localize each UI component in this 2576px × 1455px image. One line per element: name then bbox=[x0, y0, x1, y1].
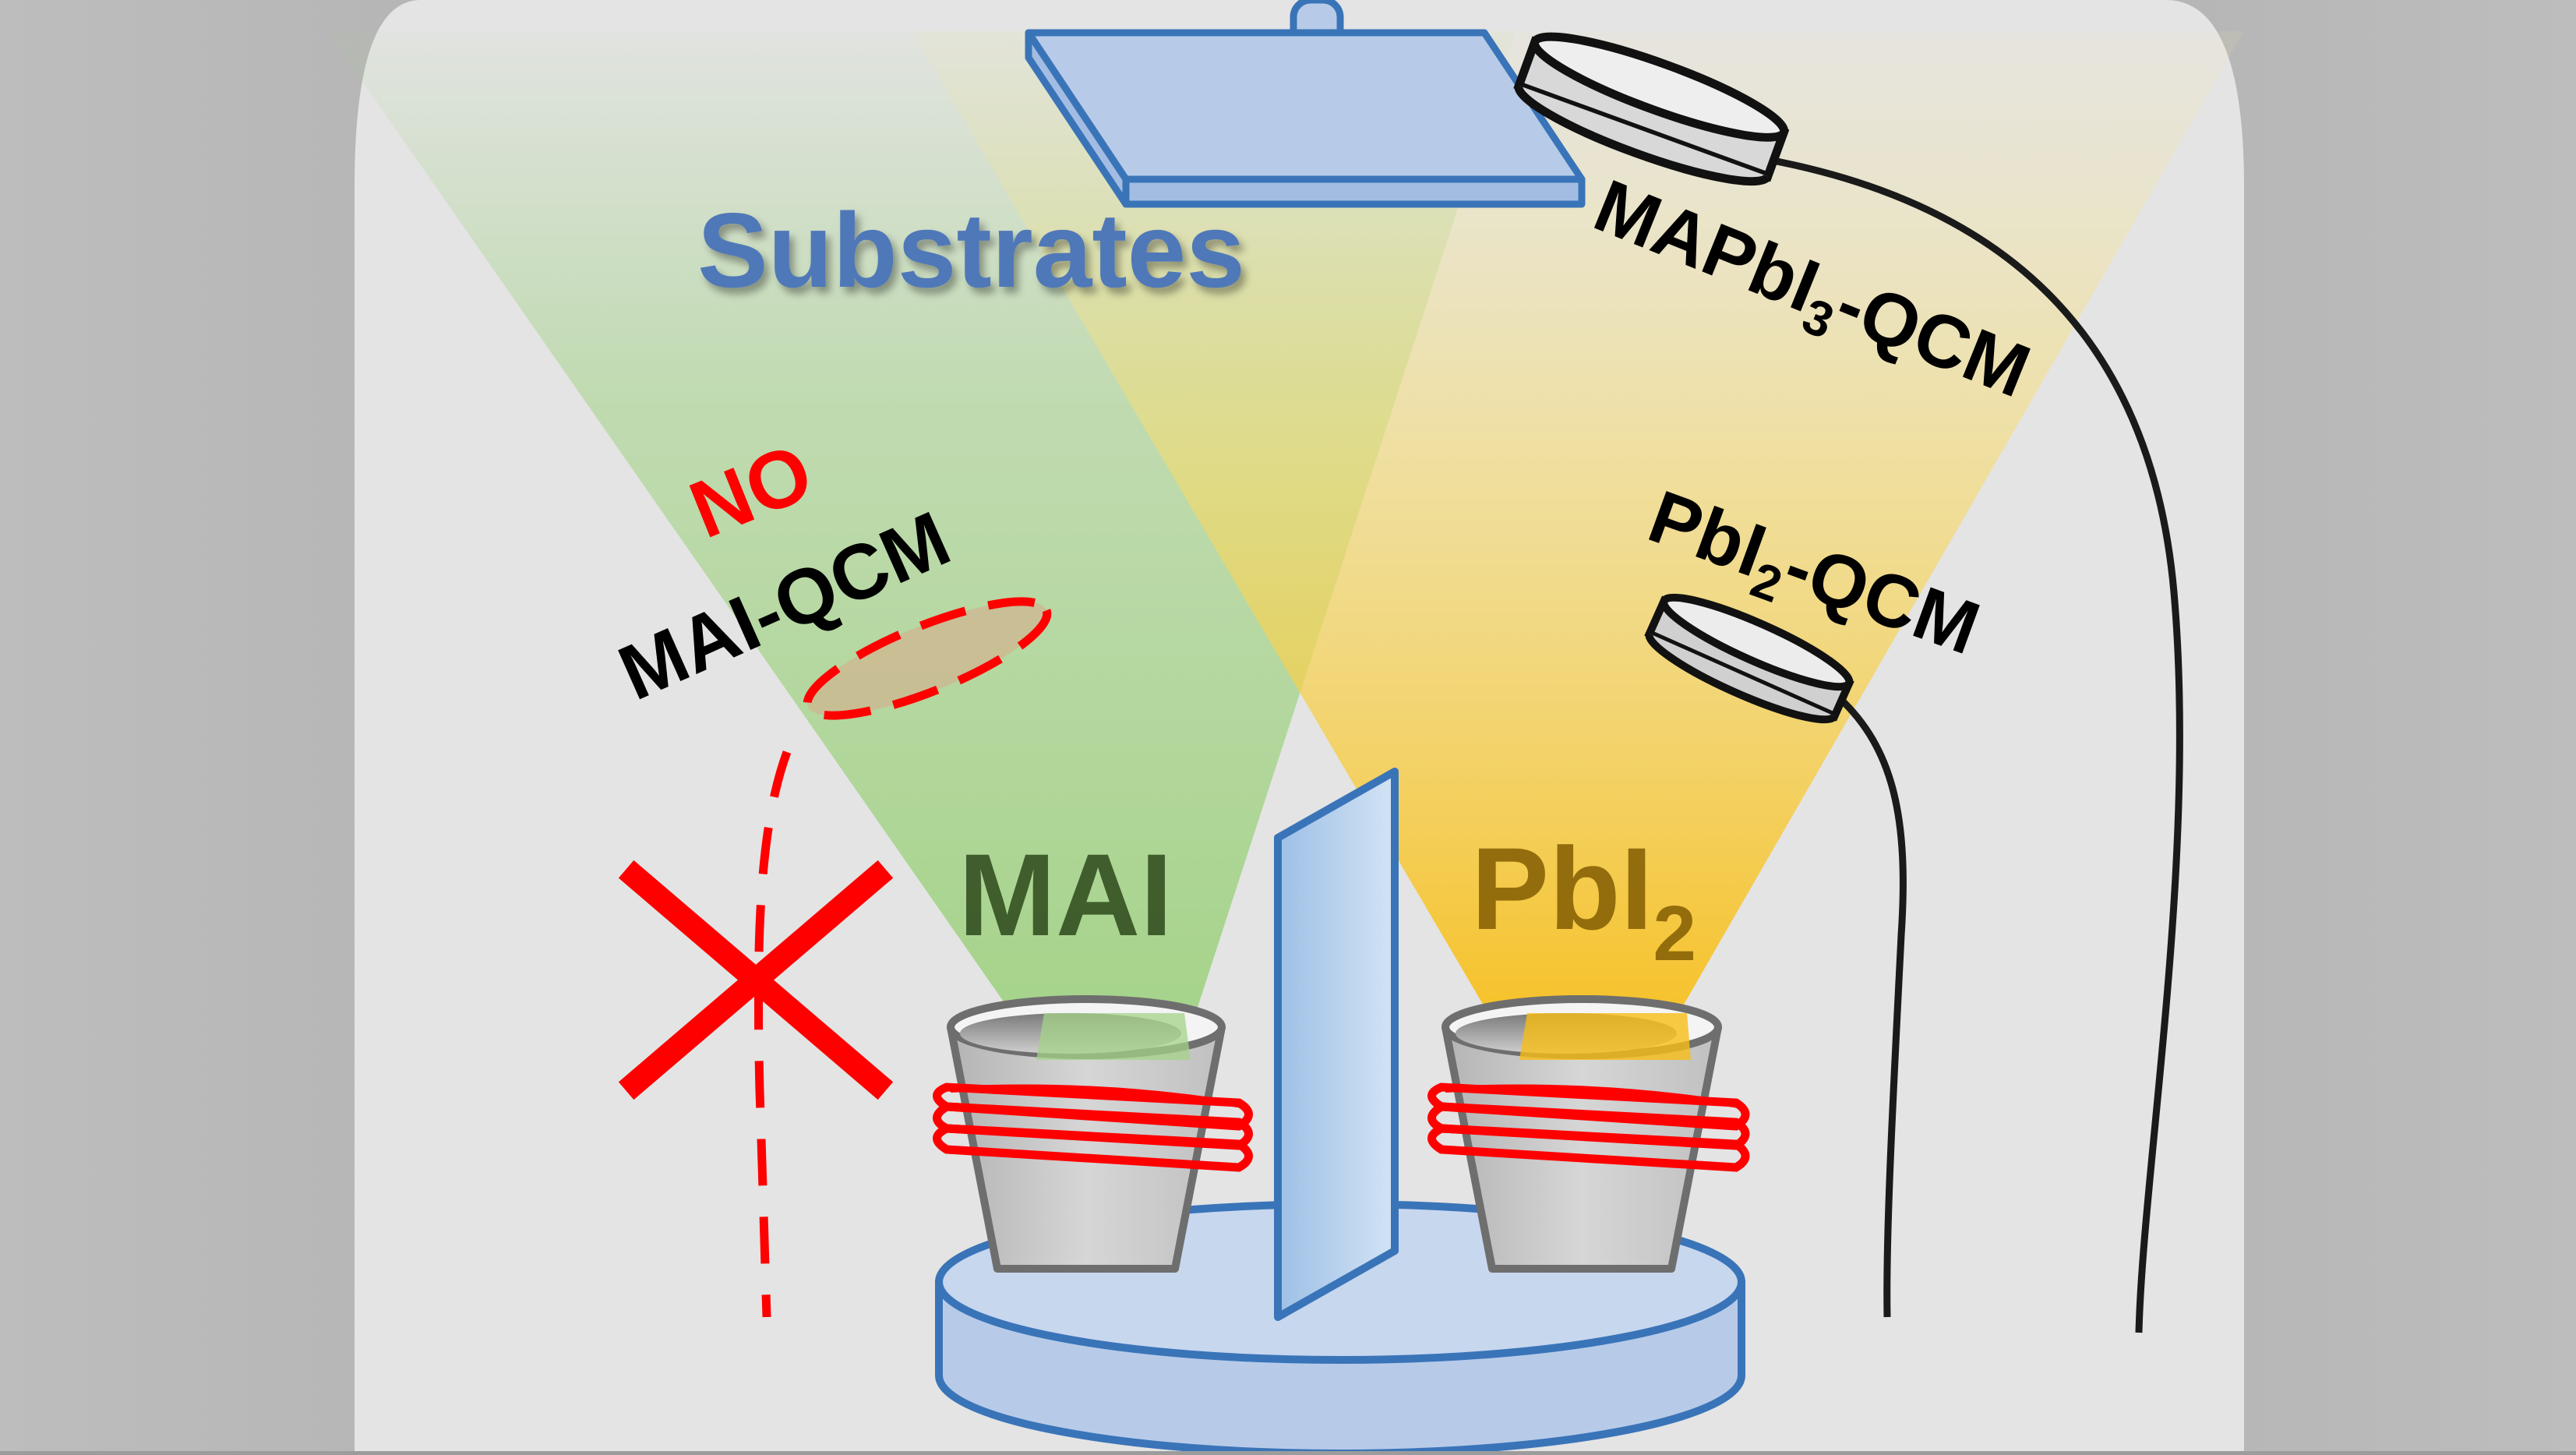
shutter-plate bbox=[1274, 768, 1399, 1321]
mai-heater-coil bbox=[933, 1082, 1253, 1172]
pbi2-source-label: PbI2 bbox=[1471, 823, 1696, 977]
pbi2-crucible bbox=[1442, 995, 1722, 1273]
pbi2-vapor-beam bbox=[912, 31, 2244, 1060]
missing-mai-qcm-icon bbox=[803, 597, 1052, 720]
mai-source-label: MAI bbox=[958, 829, 1173, 960]
missing-mai-qcm-cable bbox=[753, 750, 792, 1318]
cross-mark-icon bbox=[618, 860, 894, 1100]
pbi2-qcm-cable bbox=[1836, 694, 1907, 1318]
pbi2-qcm-sensor bbox=[1644, 593, 1854, 724]
substrate-plate-front bbox=[1122, 175, 1586, 208]
pbi2-heater-coil bbox=[1427, 1082, 1750, 1172]
substrates-label: Substrates bbox=[697, 191, 1245, 309]
mapbi3-qcm-cable bbox=[1768, 156, 2183, 1333]
mapbi3-qcm-sensor bbox=[1513, 32, 1790, 186]
